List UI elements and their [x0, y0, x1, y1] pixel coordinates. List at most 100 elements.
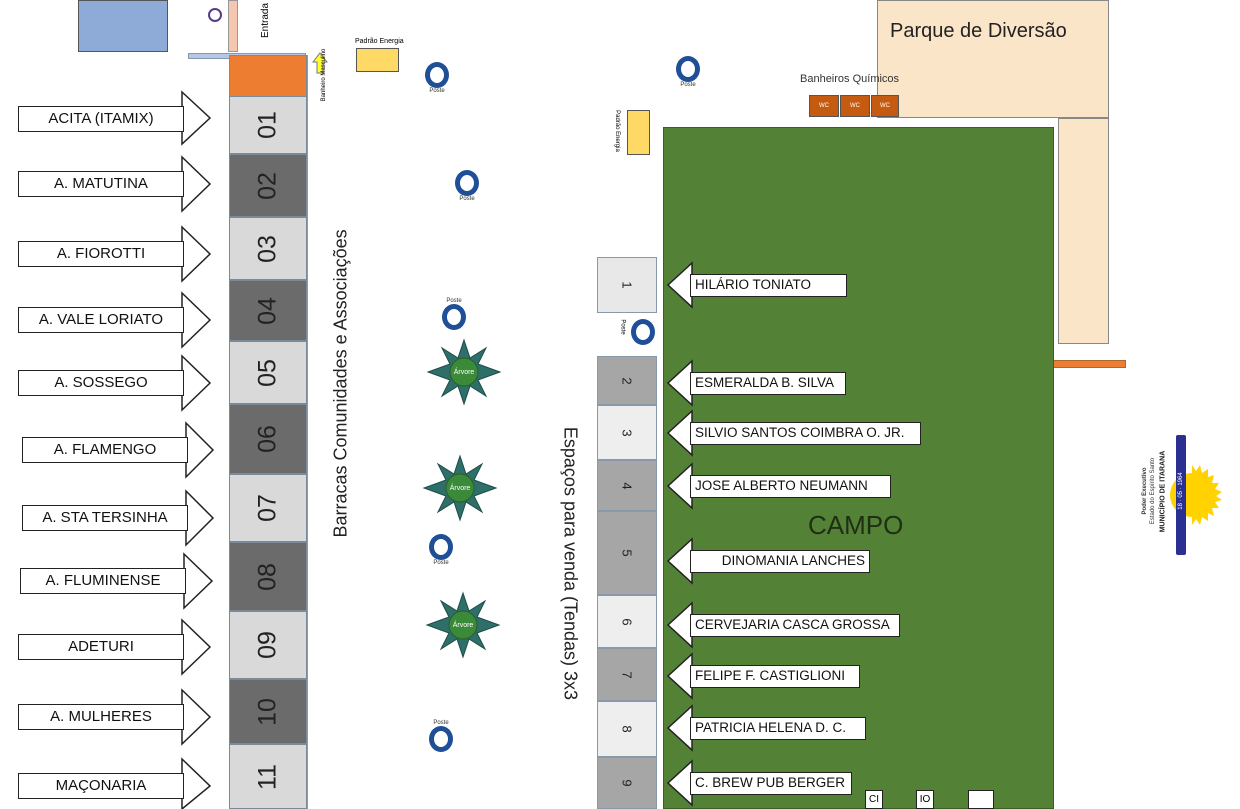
tent-9[interactable]: 9 — [597, 757, 657, 809]
banheiros-quimicos-label: Banheiros Químicos — [800, 73, 900, 85]
association-label: A. SOSSEGO — [18, 370, 184, 396]
vendor-label: ESMERALDA B. SILVA — [690, 372, 846, 395]
vendor-arrow-head-5 — [666, 537, 693, 585]
association-label: A. FIOROTTI — [18, 241, 184, 267]
building-block — [78, 0, 168, 52]
tent-number: 2 — [619, 376, 635, 385]
poste-label: Poste — [429, 88, 445, 94]
vendor-label: FELIPE F. CASTIGLIONI — [690, 665, 860, 688]
tent-4[interactable]: 4 — [597, 460, 657, 511]
arrow-head-10 — [181, 688, 212, 746]
tent-number: 7 — [619, 670, 635, 679]
association-label: MAÇONARIA — [18, 773, 184, 799]
wc-box-2: WC — [840, 95, 870, 117]
vendor-arrow-head-3 — [666, 409, 693, 457]
association-label: A. MATUTINA — [18, 171, 184, 197]
poste-6: Poste — [428, 720, 454, 752]
poste-label: Poste — [433, 560, 449, 566]
stall-05[interactable]: 05 — [229, 341, 307, 404]
road-edge — [307, 55, 308, 809]
tent-8[interactable]: 8 — [597, 701, 657, 757]
parque-exit-bar — [1052, 360, 1126, 368]
padrao-energia-top-box — [356, 48, 399, 72]
tree-label-1: Árvore — [426, 344, 502, 404]
stall-01[interactable]: 01 — [229, 96, 307, 154]
padrao-energia-top-label: Padrão Energia — [355, 38, 404, 45]
poste-label: Poste — [446, 298, 462, 304]
parque-area — [877, 0, 1109, 118]
stall-11[interactable]: 11 — [229, 744, 307, 809]
association-label: A. VALE LORIATO — [18, 307, 184, 333]
bottom-box-text: CI — [869, 794, 879, 805]
stall-02[interactable]: 02 — [229, 154, 307, 217]
poste-4: Poste — [441, 298, 467, 330]
campo-field — [663, 127, 1054, 809]
tree-label: Árvore — [452, 622, 474, 629]
vendor-arrow-head-2 — [666, 359, 693, 407]
poste-5: Poste — [428, 534, 454, 566]
tree-icons — [423, 339, 501, 658]
association-label: A. MULHERES — [18, 704, 184, 730]
poste-1: Poste — [424, 62, 450, 94]
up-arrow-icon — [312, 52, 328, 74]
stall-10[interactable]: 10 — [229, 679, 307, 744]
bottom-box-3 — [968, 790, 994, 809]
association-label: ACITA (ITAMIX) — [18, 106, 184, 132]
vendor-label: JOSE ALBERTO NEUMANN — [690, 475, 891, 498]
vendor-arrow-head-9 — [666, 759, 693, 807]
wc-box-1: WC — [809, 95, 839, 117]
stall-07[interactable]: 07 — [229, 474, 307, 542]
association-label: ADETURI — [18, 634, 184, 660]
poste-label-vertical: Poste — [619, 319, 626, 335]
no-entry-icon — [208, 8, 222, 22]
stall-04[interactable]: 04 — [229, 280, 307, 341]
entrance-gate-post — [228, 0, 238, 52]
tent-5[interactable]: 5 — [597, 511, 657, 595]
bottom-box-2: IO — [916, 790, 934, 809]
poste-icon — [425, 62, 449, 88]
vendor-arrow-head-4 — [666, 462, 693, 510]
association-label: A. FLAMENGO — [22, 437, 188, 463]
poste-2: Poste — [675, 56, 701, 88]
vendor-label: PATRICIA HELENA D. C. — [690, 717, 866, 740]
tree-label: Árvore — [449, 485, 471, 492]
tent-3[interactable]: 3 — [597, 405, 657, 460]
wc-label: WC — [819, 103, 829, 109]
vendor-arrow-head-7 — [666, 652, 693, 700]
bottom-box-1: CI — [865, 790, 883, 809]
tent-number: 1 — [619, 281, 635, 289]
tent-2[interactable]: 2 — [597, 356, 657, 405]
stall-number: 10 — [253, 697, 282, 726]
poste-3: Poste — [454, 170, 480, 202]
stall-03[interactable]: 03 — [229, 217, 307, 280]
wc-box-3: WC — [871, 95, 899, 117]
tent-6[interactable]: 6 — [597, 595, 657, 648]
poste-icon — [429, 534, 453, 560]
stall-06[interactable]: 06 — [229, 404, 307, 474]
tent-number: 6 — [619, 617, 635, 626]
stall-number: 11 — [253, 763, 282, 790]
tent-1[interactable]: 1 — [597, 257, 657, 313]
poste-icon — [429, 726, 453, 752]
tent-number: 8 — [619, 725, 635, 733]
stall-08[interactable]: 08 — [229, 542, 307, 611]
vendor-label: C. BREW PUB BERGER — [690, 772, 852, 795]
tree-label-3: Árvore — [425, 597, 501, 657]
padrao-energia-mid-label: Padrão Energia — [613, 110, 620, 152]
municipio-logo — [1170, 435, 1222, 555]
arrow-head-11 — [181, 757, 212, 809]
espacos-title: Espaços para venda (Tendas) 3x3 — [560, 426, 581, 701]
poste-label: Poste — [459, 196, 475, 202]
logo-power: Poder Executivo — [1142, 467, 1148, 515]
vendor-label: HILÁRIO TONIATO — [690, 274, 847, 297]
tent-7[interactable]: 7 — [597, 648, 657, 701]
stall-09[interactable]: 09 — [229, 611, 307, 679]
vendor-label: SILVIO SANTOS COIMBRA O. JR. — [690, 422, 921, 445]
wc-label: WC — [880, 103, 890, 109]
poste-icon — [631, 319, 655, 345]
tree-label-2: Árvore — [422, 460, 498, 520]
tent-number: 5 — [619, 549, 635, 557]
poste-icon — [455, 170, 479, 196]
bottom-box-text: IO — [919, 794, 931, 805]
tent-number: 9 — [619, 779, 635, 787]
